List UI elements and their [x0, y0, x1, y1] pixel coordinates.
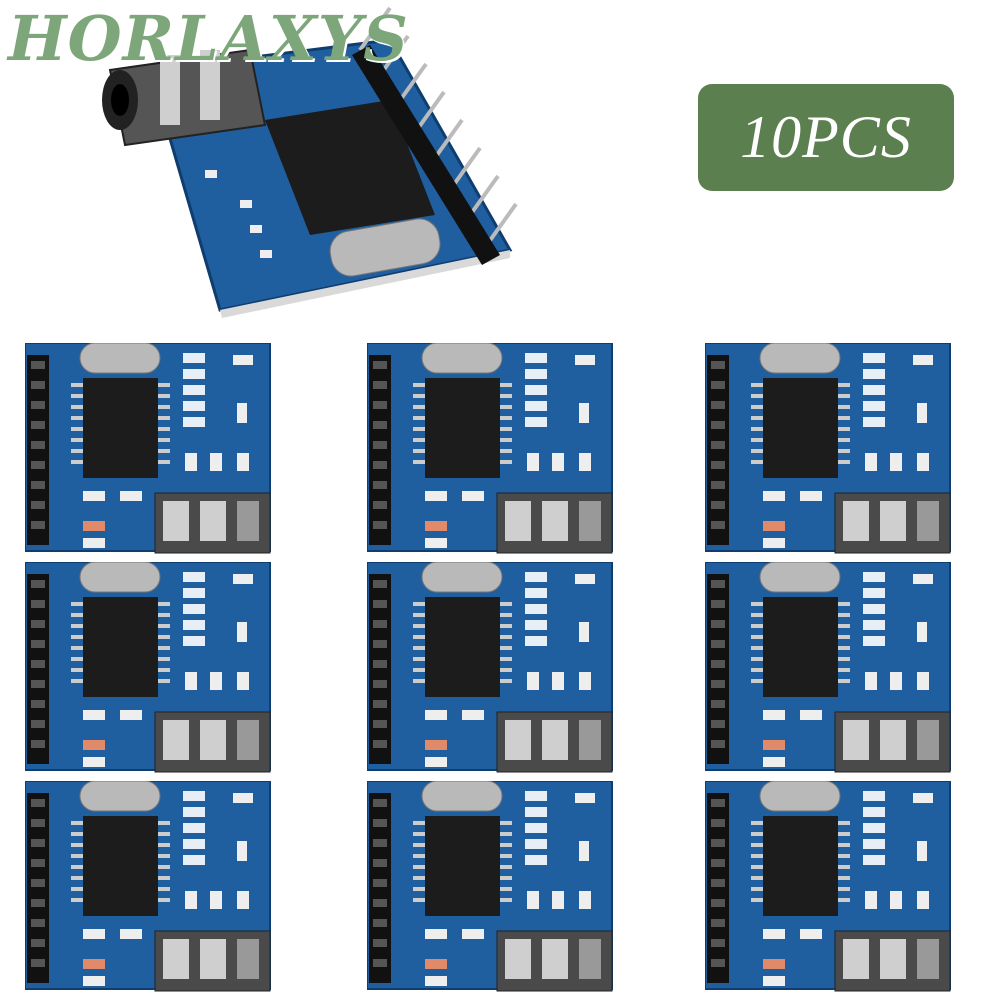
board-6	[705, 562, 955, 774]
audio-jack	[154, 492, 271, 554]
crystal	[79, 343, 161, 374]
audio-jack	[154, 711, 271, 773]
ic-chip	[83, 816, 158, 916]
ic-chip	[425, 816, 500, 916]
audio-jack	[496, 930, 613, 992]
board-8	[367, 781, 617, 993]
board-4	[25, 562, 275, 774]
audio-jack	[496, 492, 613, 554]
ic-chip	[763, 378, 838, 478]
ic-chip	[83, 378, 158, 478]
pin-header	[27, 793, 49, 983]
board-2	[367, 343, 617, 555]
ic-chip	[763, 597, 838, 697]
pin-header	[369, 355, 391, 545]
quantity-badge-text: 10PCS	[740, 104, 912, 170]
crystal	[79, 781, 161, 812]
audio-jack	[496, 711, 613, 773]
ic-chip	[83, 597, 158, 697]
crystal	[421, 781, 503, 812]
board-1	[25, 343, 275, 555]
crystal	[421, 562, 503, 593]
pin-header	[27, 574, 49, 764]
hero-board-photo	[90, 0, 530, 320]
hero-crystal	[329, 218, 441, 277]
audio-jack	[834, 711, 951, 773]
ic-chip	[763, 816, 838, 916]
board-3	[705, 343, 955, 555]
pin-header	[369, 793, 391, 983]
pin-header	[369, 574, 391, 764]
audio-jack	[834, 492, 951, 554]
board-9	[705, 781, 955, 993]
hero-audio-jack	[102, 48, 267, 147]
brand-logo: HORLAXYS	[8, 2, 409, 75]
pin-header	[707, 793, 729, 983]
board-7	[25, 781, 275, 993]
crystal	[79, 562, 161, 593]
pin-header	[27, 355, 49, 545]
audio-jack	[154, 930, 271, 992]
crystal	[759, 562, 841, 593]
ic-chip	[425, 378, 500, 478]
board-5	[367, 562, 617, 774]
ic-chip	[425, 597, 500, 697]
pin-header	[707, 355, 729, 545]
pin-header	[707, 574, 729, 764]
crystal	[421, 343, 503, 374]
hero-chip	[265, 100, 435, 235]
crystal	[759, 343, 841, 374]
crystal	[759, 781, 841, 812]
audio-jack	[834, 930, 951, 992]
quantity-badge: 10PCS	[698, 84, 954, 191]
